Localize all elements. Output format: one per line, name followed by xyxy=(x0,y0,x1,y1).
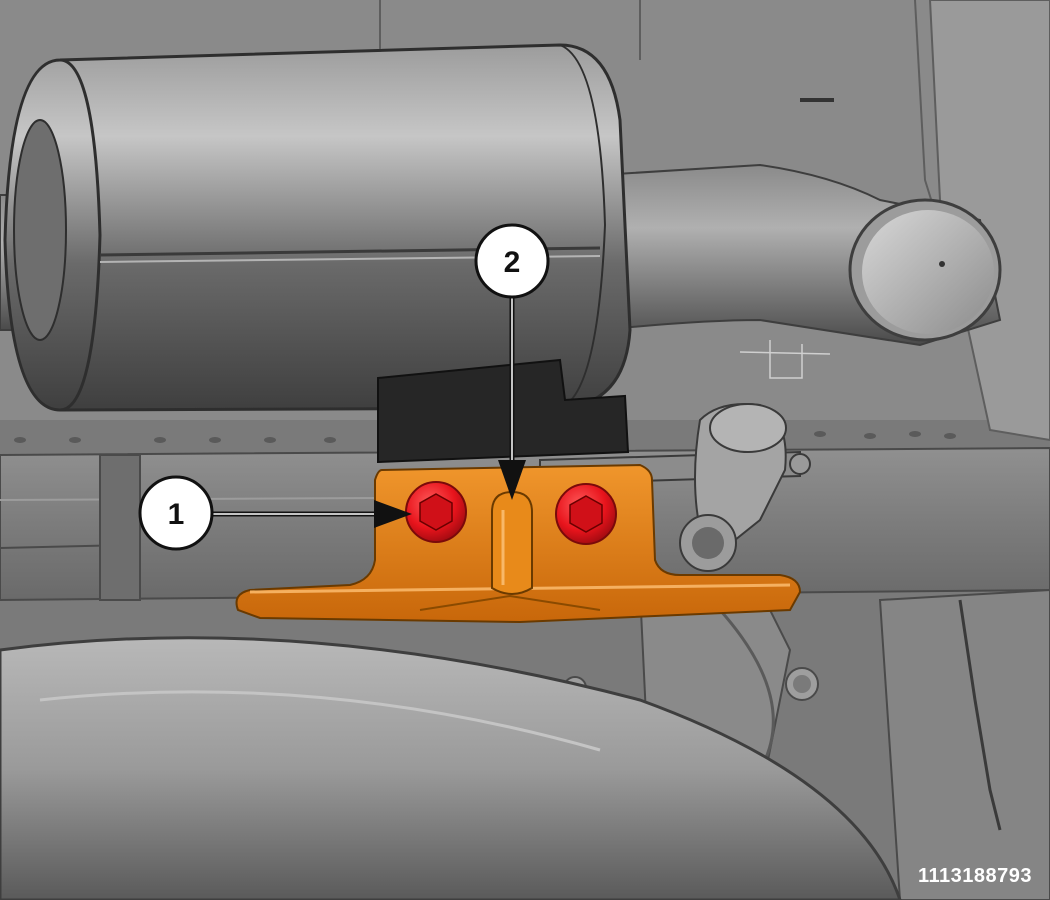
frame-crossmember xyxy=(99,454,141,601)
figure-id: 1113188793 xyxy=(917,865,1032,887)
callout-1-arrowhead xyxy=(374,500,412,528)
isolator-block xyxy=(377,358,630,464)
bolt-left xyxy=(405,481,467,543)
callout-2-circle xyxy=(474,223,550,299)
panel-slot xyxy=(800,98,834,102)
muffler xyxy=(3,43,632,412)
callout-1-circle xyxy=(138,475,214,551)
tire xyxy=(0,636,902,900)
body-holes xyxy=(14,431,956,443)
callout-1: 1 xyxy=(138,475,412,551)
body-panel-right xyxy=(928,0,1050,442)
hanger-rib xyxy=(491,490,533,595)
callout-2-label: 2 xyxy=(504,246,521,279)
callout-2-arrowhead xyxy=(498,460,526,500)
callout-1-label: 1 xyxy=(168,498,185,531)
muffler-end-cap xyxy=(13,119,67,341)
bolt-right xyxy=(555,483,617,545)
brake-line xyxy=(958,599,1002,831)
dimension-marks xyxy=(739,340,831,379)
callout-2: 2 xyxy=(474,223,550,500)
frame-bracket-right xyxy=(878,588,1050,900)
